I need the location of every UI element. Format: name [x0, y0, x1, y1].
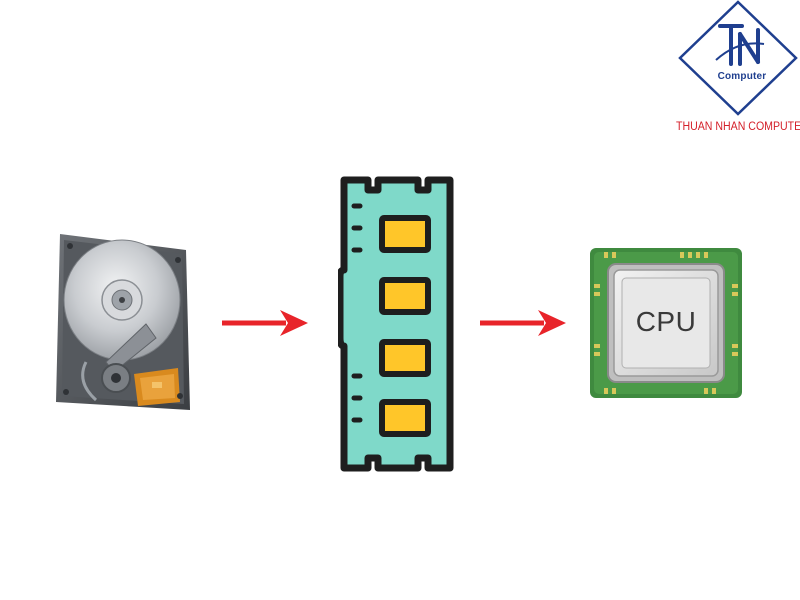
cpu-node: CPU [586, 244, 746, 402]
right-arrow-icon [480, 310, 566, 336]
hard-drive-icon [56, 234, 190, 410]
right-arrow-icon [222, 310, 308, 336]
logo-caption: THUAN NHAN COMPUTER [676, 121, 800, 133]
ram-module-icon [336, 176, 454, 472]
cpu-chip-icon [590, 248, 742, 398]
logo-diamond-icon [678, 0, 798, 116]
brand-logo: Computer THUAN NHAN COMPUTER [676, 0, 800, 140]
arrow-hdd-to-ram [220, 308, 310, 338]
hard-drive-node [56, 232, 192, 412]
ram-node [336, 176, 456, 472]
arrow-ram-to-cpu [478, 308, 568, 338]
cpu-label: CPU [635, 306, 697, 337]
logo-word: Computer [717, 71, 767, 82]
